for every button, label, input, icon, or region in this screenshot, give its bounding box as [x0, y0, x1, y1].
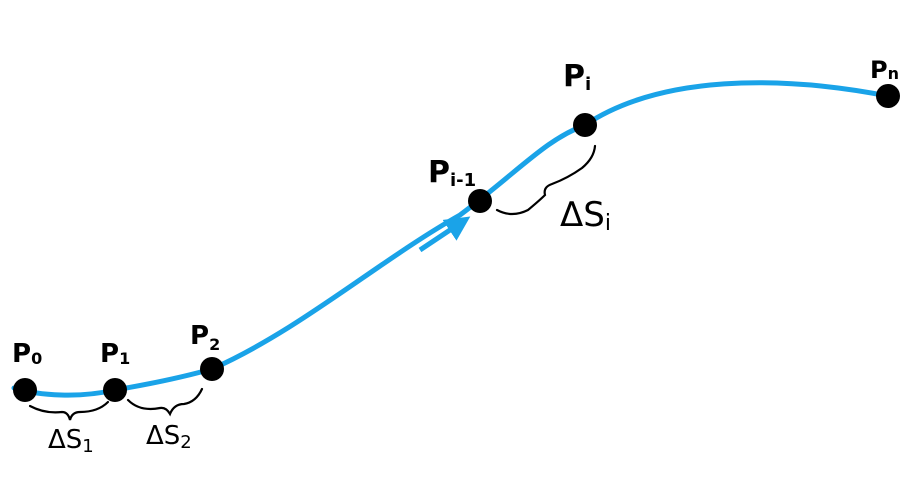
label-ds2: ΔS2 [146, 421, 192, 453]
point-pi [573, 113, 597, 137]
direction-arrow [418, 216, 471, 253]
point-pn [876, 84, 900, 108]
brace-ds1 [28, 400, 110, 421]
curve-path [11, 80, 891, 398]
brace-ds2 [126, 387, 204, 417]
point-p2 [200, 357, 224, 381]
label-p1: P1 [100, 339, 130, 369]
label-pn: Pn [870, 56, 899, 84]
label-pi-1: Pi-1 [428, 155, 476, 191]
label-pi: Pi [563, 59, 591, 95]
point-p0 [13, 378, 37, 402]
label-p0: P0 [12, 339, 42, 369]
point-pi-1 [468, 189, 492, 213]
label-ds1: ΔS1 [48, 425, 94, 457]
label-p2: P2 [190, 321, 220, 354]
label-dsi: ΔSi [560, 195, 611, 236]
point-p1 [103, 378, 127, 402]
brace-dsi [495, 144, 597, 216]
